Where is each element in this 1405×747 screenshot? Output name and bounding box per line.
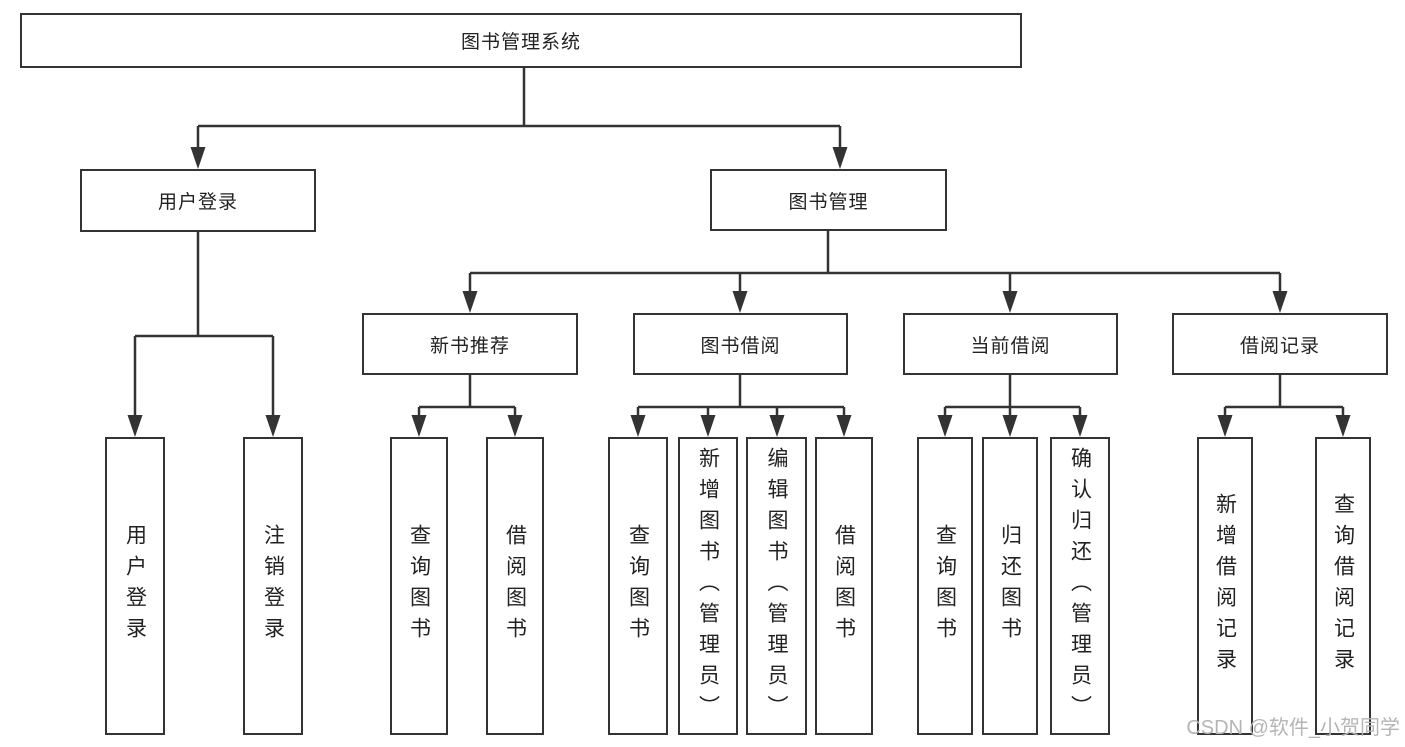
connector-records-to-leaves xyxy=(1217,375,1351,437)
node-user-login-label: 用户登录 xyxy=(157,192,238,213)
node-root-label: 图书管理系统 xyxy=(460,32,581,53)
leaf-user-login: 用户登录 xyxy=(105,437,165,735)
leaf-borrow-query-books: 查询图书 xyxy=(608,437,668,735)
node-book-borrow: 图书借阅 xyxy=(633,313,848,375)
node-book-management: 图书管理 xyxy=(710,169,947,231)
connector-root-to-level2 xyxy=(190,68,848,169)
node-book-borrow-label: 图书借阅 xyxy=(700,335,781,357)
leaf-current-return-books: 归还图书 xyxy=(982,437,1038,735)
leaf-records-add-record: 新增借阅记录 xyxy=(1197,437,1253,735)
leaf-borrow-add-books-admin: 新增图书（管理员） xyxy=(678,437,738,735)
connector-borrow-to-leaves xyxy=(630,375,852,437)
leaf-borrow-add-books-admin-label: 新增图书（管理员） xyxy=(696,446,720,726)
leaf-borrow-edit-books-admin: 编辑图书（管理员） xyxy=(746,437,807,735)
node-current-borrow: 当前借阅 xyxy=(903,313,1118,375)
leaf-current-confirm-return-admin-label: 确认归还（管理员） xyxy=(1068,446,1092,726)
leaf-current-confirm-return-admin: 确认归还（管理员） xyxy=(1050,437,1110,735)
leaf-recommend-borrow-books-label: 借阅图书 xyxy=(503,524,527,648)
leaf-current-return-books-label: 归还图书 xyxy=(998,524,1022,648)
leaf-logout-label: 注销登录 xyxy=(261,524,285,648)
node-book-management-label: 图书管理 xyxy=(788,191,869,213)
connector-management-to-level3 xyxy=(462,231,1288,313)
leaf-recommend-query-books-label: 查询图书 xyxy=(407,524,431,648)
leaf-records-add-record-label: 新增借阅记录 xyxy=(1213,493,1237,679)
leaf-borrow-borrow-books-label: 借阅图书 xyxy=(832,524,856,648)
leaf-borrow-borrow-books: 借阅图书 xyxy=(815,437,873,735)
connector-login-to-leaves xyxy=(127,232,281,437)
leaf-recommend-borrow-books: 借阅图书 xyxy=(486,437,544,735)
node-user-login: 用户登录 xyxy=(80,169,316,232)
watermark: CSDN @软件_小贺同学 xyxy=(1186,717,1400,739)
node-root: 图书管理系统 xyxy=(20,13,1022,68)
connector-current-to-leaves xyxy=(937,375,1088,437)
connector-recommend-to-leaves xyxy=(411,375,523,437)
leaf-borrow-edit-books-admin-label: 编辑图书（管理员） xyxy=(765,446,788,726)
leaf-recommend-query-books: 查询图书 xyxy=(390,437,448,735)
leaf-logout: 注销登录 xyxy=(243,437,303,735)
leaf-records-query-record-label: 查询借阅记录 xyxy=(1331,493,1355,679)
leaf-current-query-books-label: 查询图书 xyxy=(933,524,957,648)
node-borrow-records: 借阅记录 xyxy=(1172,313,1388,375)
leaf-user-login-label: 用户登录 xyxy=(123,524,147,648)
leaf-records-query-record: 查询借阅记录 xyxy=(1315,437,1371,735)
node-borrow-records-label: 借阅记录 xyxy=(1239,335,1320,357)
leaf-current-query-books: 查询图书 xyxy=(917,437,973,735)
leaf-borrow-query-books-label: 查询图书 xyxy=(626,524,650,648)
node-new-book-recommend: 新书推荐 xyxy=(362,313,578,375)
node-new-book-recommend-label: 新书推荐 xyxy=(429,335,510,357)
node-current-borrow-label: 当前借阅 xyxy=(970,335,1051,357)
